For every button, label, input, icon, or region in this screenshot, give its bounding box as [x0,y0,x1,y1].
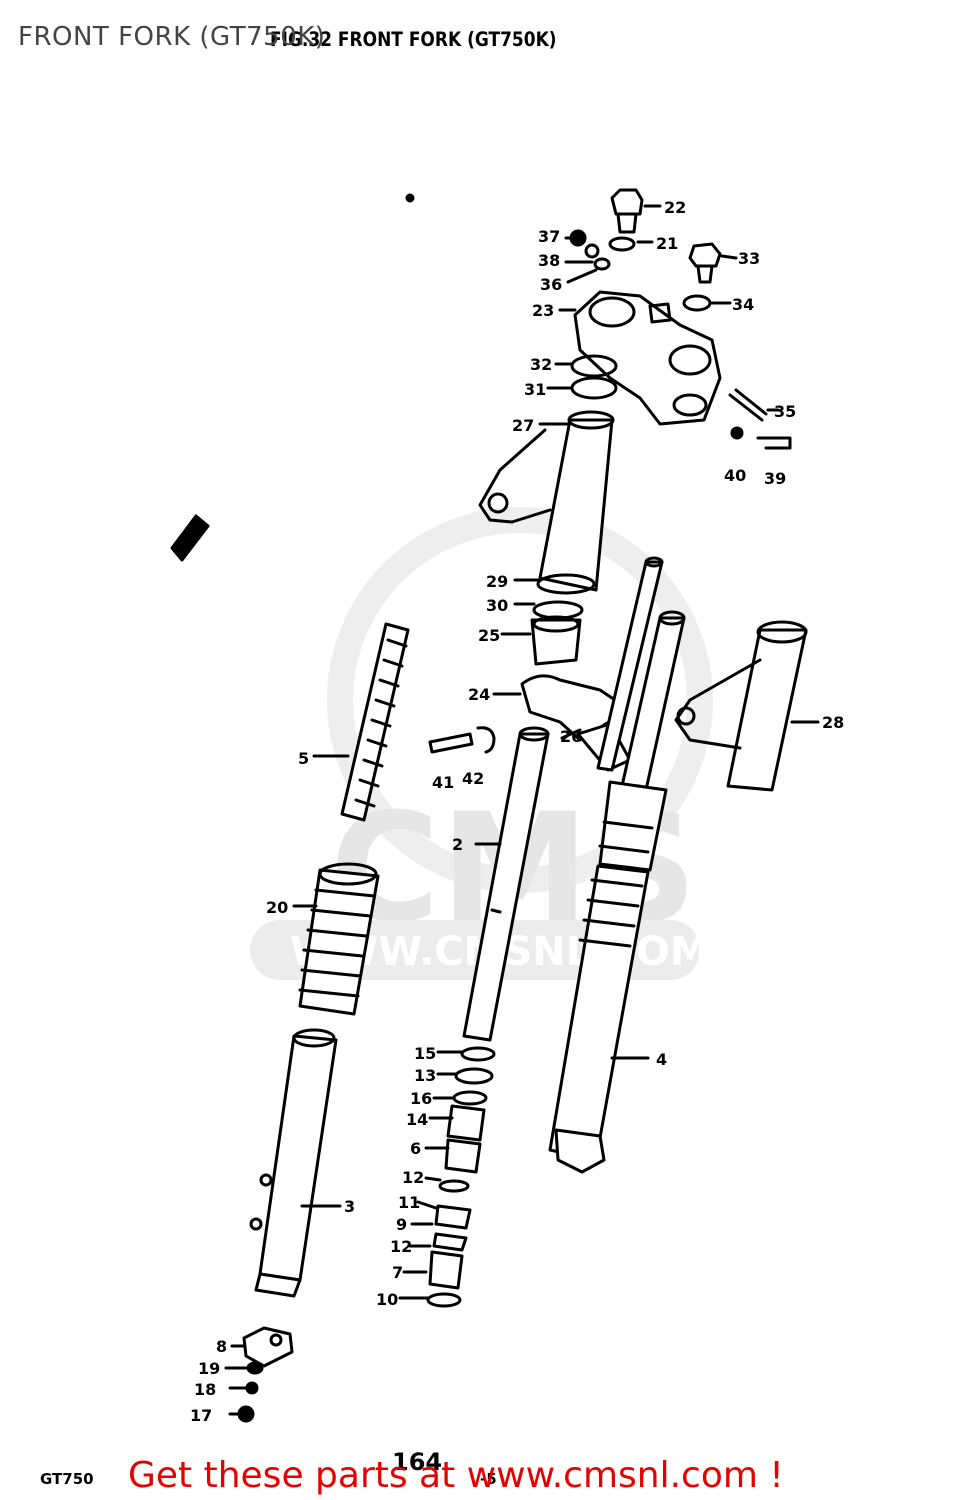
label-5: 5 [298,749,309,768]
label-40: 40 [724,466,746,485]
label-34: 34 [732,295,754,314]
label-20: 20 [266,898,288,917]
label-30: 30 [486,596,508,615]
fork-spring [312,622,410,822]
label-39: 39 [764,469,786,488]
label-36: 36 [540,275,562,294]
pinch-bolt [728,388,792,450]
damper-stack [398,1046,496,1308]
axle-clamp [224,1326,294,1423]
label-23: 23 [532,301,554,320]
label-31: 31 [524,380,546,399]
page-label: FRONT FORK (GT750K) [18,22,326,52]
inner-tube [462,726,550,1042]
fork-tube-right [596,556,686,792]
label-12b: 12 [390,1237,412,1256]
model-code-right: -5 [480,1470,497,1488]
label-37: 37 [538,227,560,246]
headlight-bracket [674,620,820,792]
cap-bolt [608,188,662,252]
label-15: 15 [414,1044,436,1063]
label-13: 13 [414,1066,436,1085]
fork-cover-upper [478,410,615,592]
label-24: 24 [468,685,490,704]
label-8: 8 [216,1337,227,1356]
label-26: 26 [560,727,582,746]
cta-link[interactable]: Get these parts at www.cmsnl.com ! [128,1455,784,1496]
label-6: 6 [410,1139,421,1158]
dust-boot [292,862,380,1016]
seal-rings [546,354,618,400]
model-code: GT750 [40,1470,94,1488]
label-42: 42 [462,769,484,788]
cover-seals [500,573,596,666]
label-29: 29 [486,572,508,591]
label-28: 28 [822,713,844,732]
label-19: 19 [198,1359,220,1378]
label-41: 41 [432,773,454,792]
label-16: 16 [410,1089,432,1108]
outer-leg-right [548,780,668,1174]
parts-drawing [170,188,820,1423]
label-25: 25 [478,626,500,645]
figure-title: FIG.32 FRONT FORK (GT750K) [270,28,557,52]
label-22: 22 [664,198,686,217]
part-labels: 22 21 37 38 36 33 34 23 32 31 27 35 40 3… [190,198,844,1425]
label-38: 38 [538,251,560,270]
label-21: 21 [656,234,678,253]
label-27: 27 [512,416,534,435]
bolt-41-42 [428,726,496,754]
label-12a: 12 [402,1168,424,1187]
label-2: 2 [452,835,463,854]
label-10: 10 [376,1290,398,1309]
label-7: 7 [392,1263,403,1282]
label-35: 35 [774,402,796,421]
label-4: 4 [656,1050,667,1069]
label-32: 32 [530,355,552,374]
label-9: 9 [396,1215,407,1234]
label-14: 14 [406,1110,428,1129]
page-number: 164 [392,1448,443,1476]
outer-leg-left [249,1028,342,1298]
label-3: 3 [344,1197,355,1216]
label-18: 18 [194,1380,216,1399]
label-33: 33 [738,249,760,268]
label-11: 11 [398,1193,420,1212]
small-bolt-set [564,229,611,284]
stem-bolt [682,242,738,312]
label-17: 17 [190,1406,212,1425]
